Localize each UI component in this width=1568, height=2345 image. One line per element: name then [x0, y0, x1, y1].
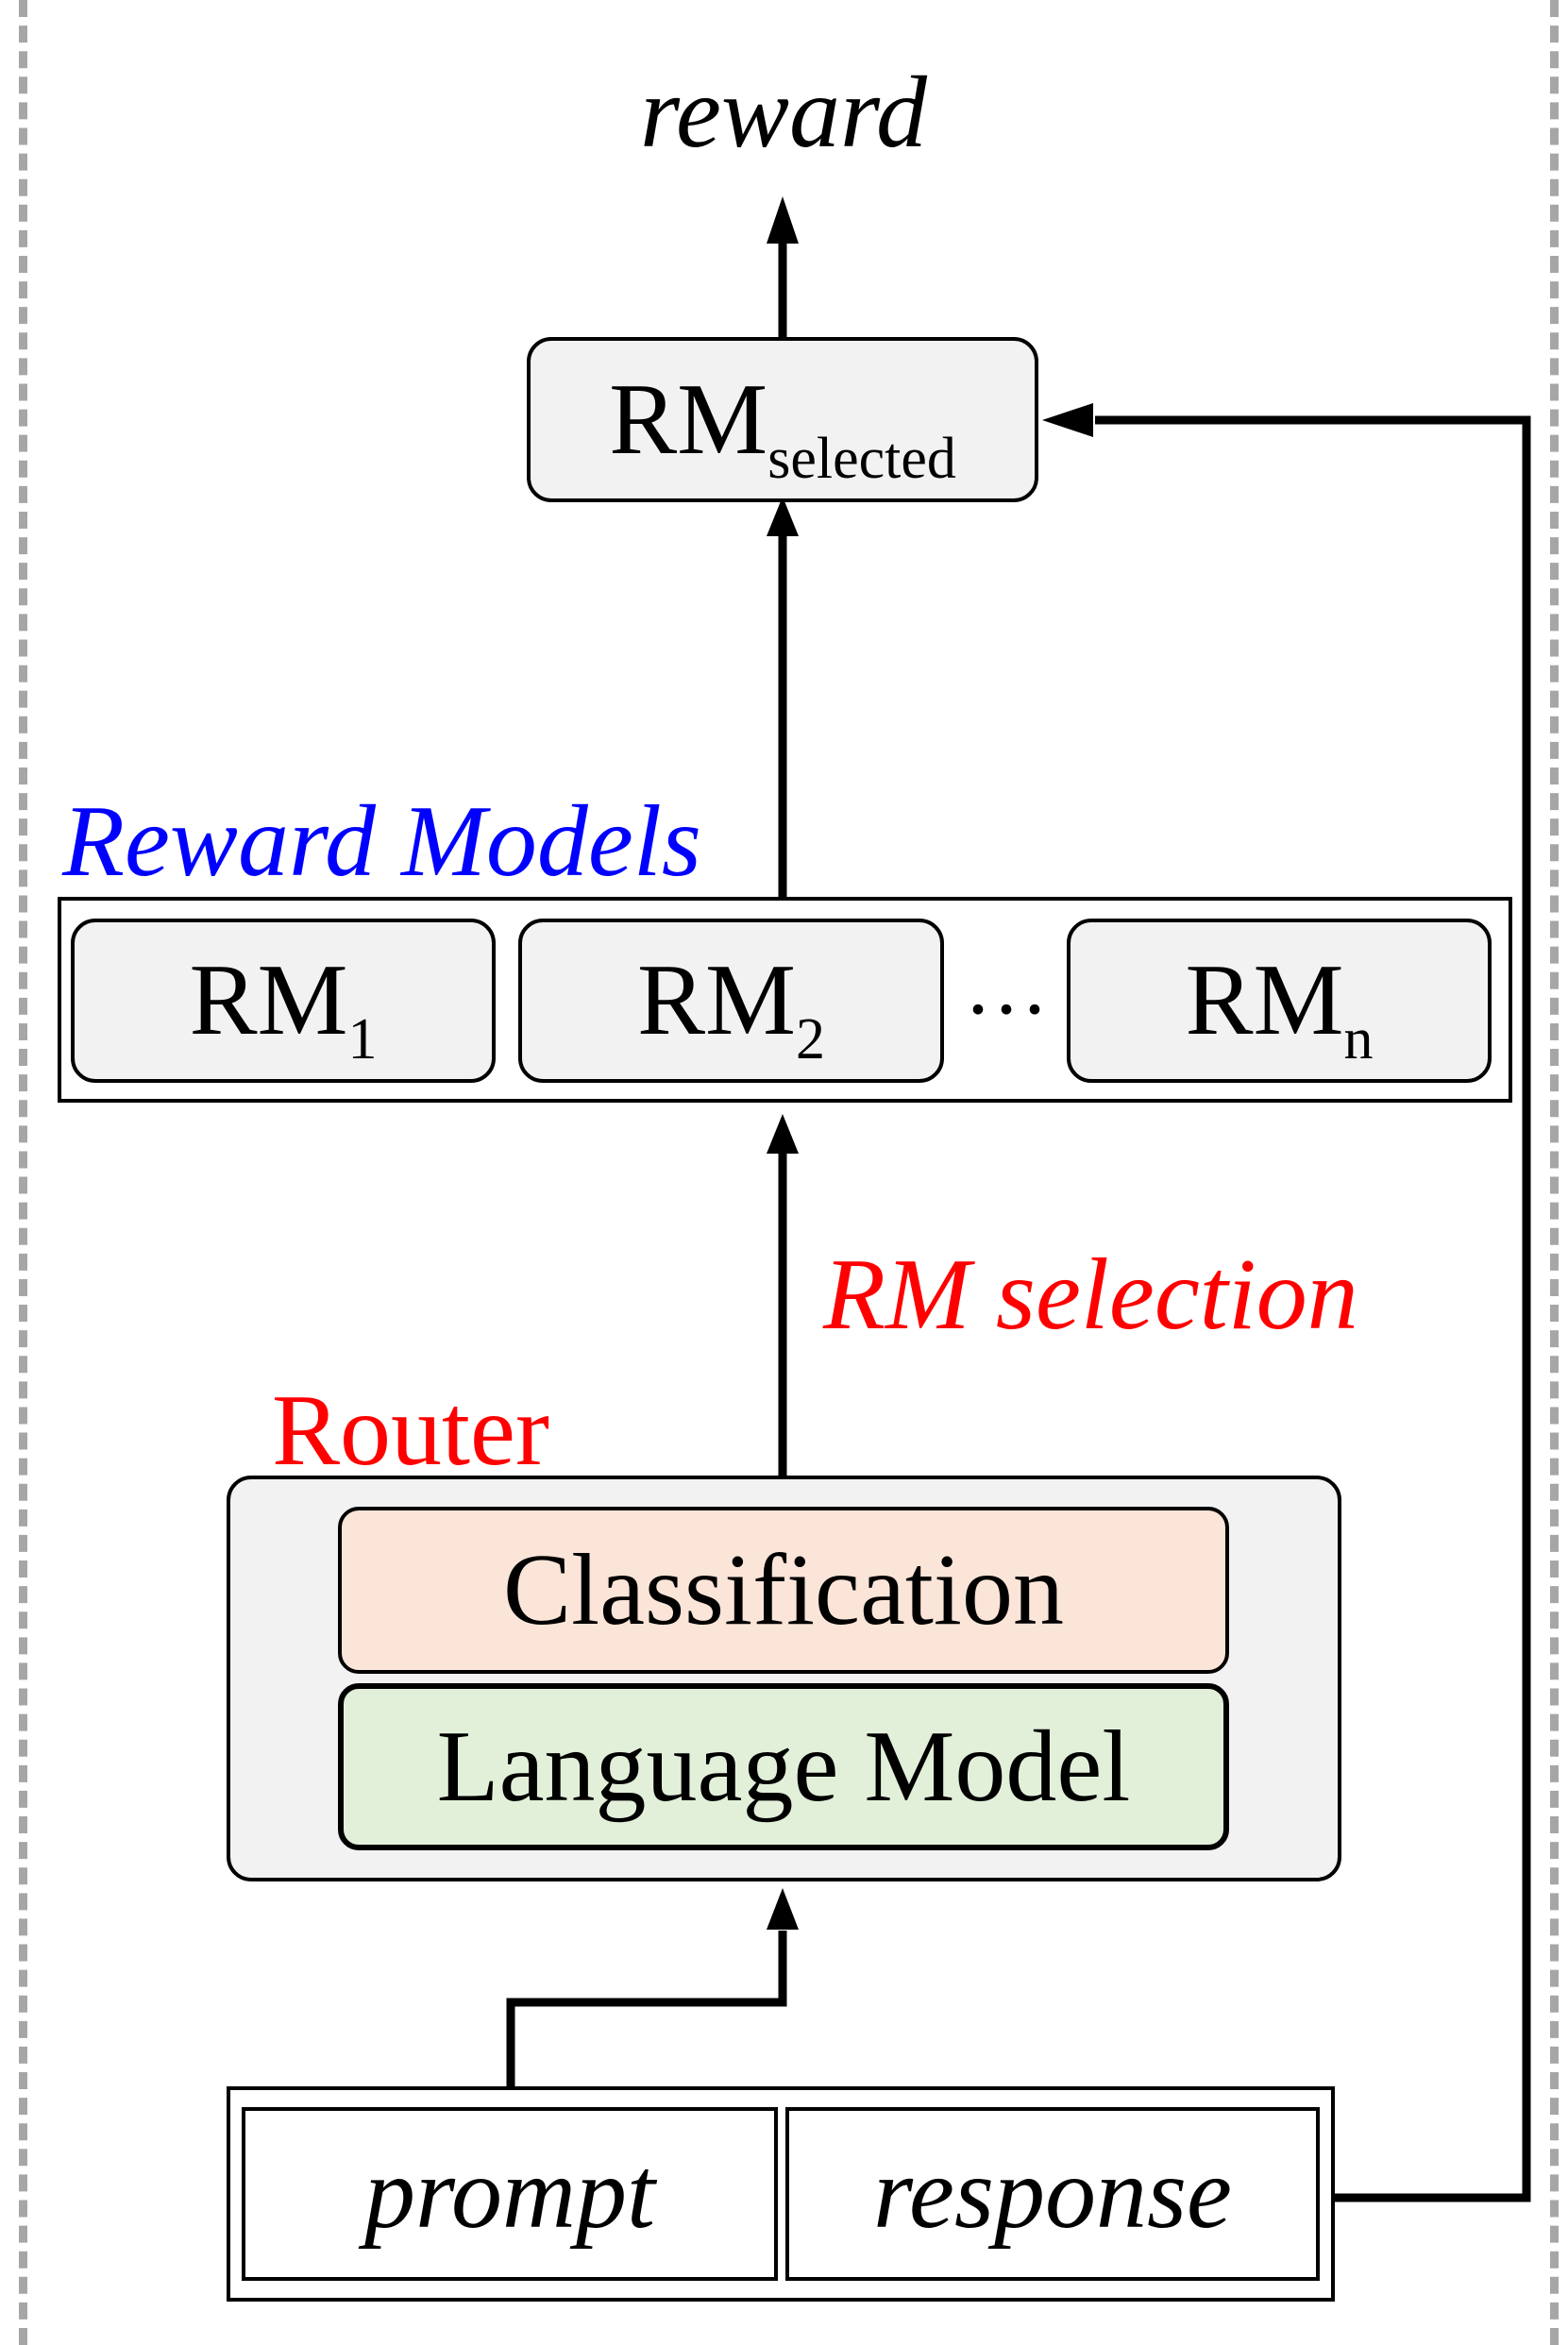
left-dashed-border [19, 0, 27, 2345]
ellipsis: ··· [964, 963, 1049, 1056]
prompt-label: prompt [363, 2137, 656, 2250]
rm-1-label: RM1 [189, 944, 378, 1072]
classification-label: Classification [503, 1533, 1064, 1646]
rm-selected-label: RMselected [609, 363, 956, 491]
reward-models-title: Reward Models [62, 785, 701, 898]
arrowhead-rm-selected [767, 497, 799, 536]
arrow-response-to-rm-selected [1095, 415, 1531, 2202]
rm-n-label: RMn [1185, 944, 1374, 1072]
rm-1-box: RM1 [71, 919, 496, 1083]
rm-2-box: RM2 [518, 919, 944, 1083]
rm-2-label: RM2 [636, 944, 826, 1072]
router-title: Router [272, 1375, 549, 1487]
arrow-prompt-to-router [506, 1931, 787, 2111]
response-label: response [873, 2137, 1232, 2250]
language-model-label: Language Model [436, 1710, 1131, 1823]
classification-box: Classification [338, 1507, 1229, 1674]
response-box: response [785, 2107, 1320, 2281]
arrowhead-reward-models [767, 1114, 799, 1154]
right-dashed-border [1550, 0, 1559, 2345]
arrowhead-reward [767, 196, 799, 244]
rm-selection-label: RM selection [823, 1239, 1358, 1351]
reward-label: reward [639, 57, 927, 169]
rm-n-box: RMn [1067, 919, 1492, 1083]
arrowhead-router [767, 1888, 799, 1930]
rm-selected-box: RMselected [527, 337, 1038, 502]
language-model-box: Language Model [338, 1683, 1229, 1850]
arrowhead-rm-selected-side [1042, 403, 1093, 437]
prompt-box: prompt [242, 2107, 778, 2281]
